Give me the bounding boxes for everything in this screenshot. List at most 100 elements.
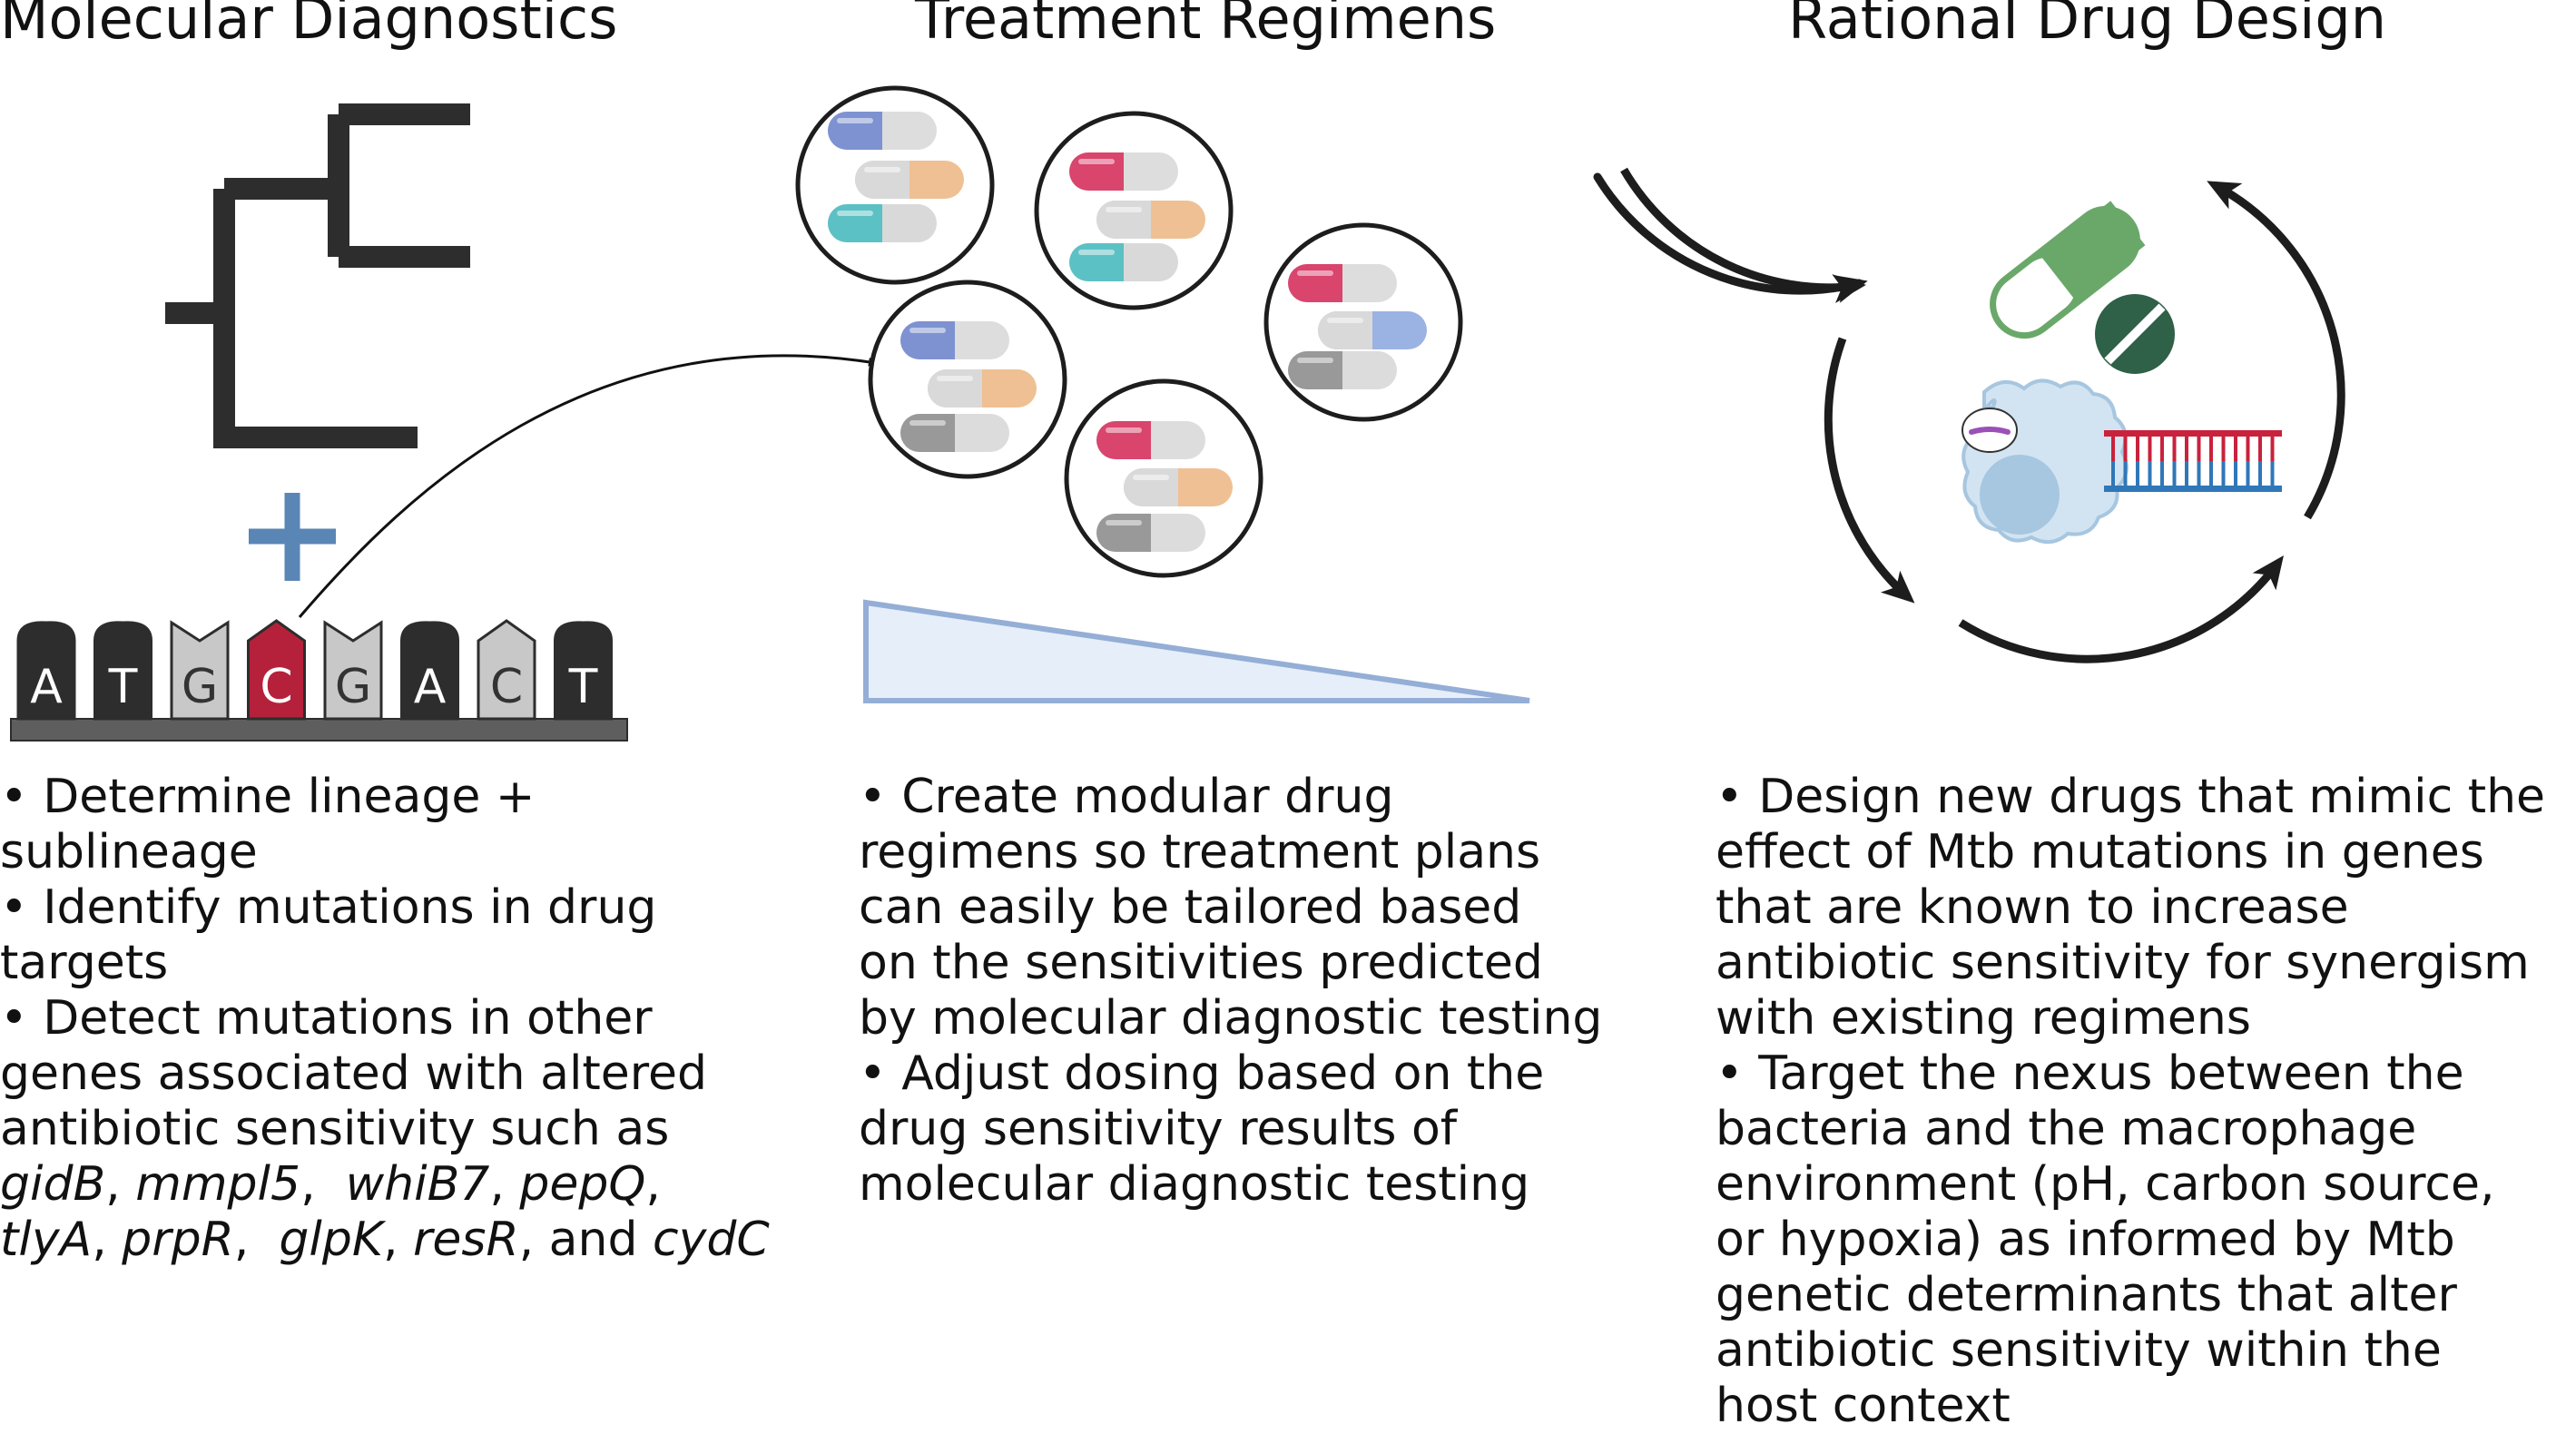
gene-name: cydC: [653, 1213, 770, 1267]
dna-rung: [2197, 436, 2201, 461]
bullet-line: host context: [1716, 1379, 2011, 1433]
rational-drug-design-bullets: • Design new drugs that mimic the effect…: [1716, 770, 2576, 1434]
dna-rung: [2185, 436, 2188, 461]
dna-rung: [2246, 461, 2250, 486]
bullet-line: can easily be tailored based: [859, 880, 1522, 935]
bullet-line: • Create modular drug: [859, 770, 1394, 824]
bullet-line: • Identify mutations in drug: [0, 880, 657, 935]
base-letter: A: [30, 660, 63, 714]
dna-rung: [2111, 461, 2115, 486]
dna-rung: [2160, 461, 2164, 486]
bullet-line: molecular diagnostic testing: [859, 1157, 1530, 1212]
dna-rung: [2111, 436, 2115, 461]
dna-rung: [2209, 436, 2213, 461]
dna-rung: [2270, 461, 2275, 486]
dna-rung: [2234, 461, 2237, 486]
curved-arrow-icon: [298, 354, 878, 618]
gene-sep: , and: [518, 1213, 654, 1267]
dna-rung: [2136, 436, 2139, 461]
tablet-icon: [2095, 294, 2175, 374]
bullet-line: by molecular diagnostic testing: [859, 991, 1603, 1046]
base-tile-t: [93, 621, 152, 721]
pill-capsule-icon: [828, 112, 1427, 552]
base-letter: T: [108, 660, 138, 714]
gene-sep: ,: [92, 1213, 123, 1267]
gene-name: gidB: [0, 1157, 106, 1212]
gene-sep: ,: [489, 1157, 520, 1212]
gene-sep: ,: [382, 1213, 413, 1267]
bullet-line: antibiotic sensitivity for synergism: [1716, 936, 2530, 990]
bullet-line: with existing regimens: [1716, 991, 2251, 1046]
macrophage-icon: [1961, 378, 2129, 545]
bullet-line: effect of Mtb mutations in genes: [1716, 825, 2484, 879]
dna-rung: [2221, 461, 2226, 486]
gene-sep: ,: [233, 1213, 280, 1267]
gene-name: tlyA: [0, 1213, 93, 1267]
title-treatment-regimens: Treatment Regimens: [915, 0, 1497, 52]
gene-sep: ,: [105, 1157, 136, 1212]
bullet-line: genetic determinants that alter: [1716, 1268, 2457, 1322]
dna-rung: [2209, 461, 2213, 486]
dna-rung: [2258, 436, 2262, 461]
bullet-line: targets: [0, 936, 169, 990]
gene-name: resR: [413, 1213, 519, 1267]
dna-rung: [2258, 461, 2262, 486]
base-tile-a: [16, 621, 76, 721]
dna-rung: [2234, 436, 2237, 461]
bullet-line: • Detect mutations in other: [0, 991, 653, 1046]
dna-rung: [2123, 436, 2128, 461]
bullet-line: drug sensitivity results of: [859, 1102, 1458, 1156]
treatment-regimens-bullets: • Create modular drug regimens so treatm…: [859, 770, 1676, 1213]
base-letter: G: [335, 660, 371, 714]
gene-list-line-2: tlyA, prpR, glpK, resR, and cydC: [0, 1213, 853, 1268]
dna-rung: [2148, 461, 2152, 486]
dna-rung: [2148, 436, 2152, 461]
base-tile-c: [477, 619, 536, 721]
gene-name: glpK: [279, 1213, 383, 1267]
gene-name: prpR: [122, 1213, 234, 1267]
bullet-line: bacteria and the macrophage: [1716, 1102, 2417, 1156]
dna-rung: [2123, 461, 2128, 486]
dna-rung: [2270, 436, 2275, 461]
drug-capsule-icon: [1990, 201, 2146, 339]
dna-rung: [2197, 461, 2201, 486]
gene-sep: ,: [300, 1157, 346, 1212]
title-molecular-diagnostics: Molecular Diagnostics: [0, 0, 618, 52]
base-tile-t: [554, 621, 613, 721]
gene-sep: ,: [645, 1157, 661, 1212]
dna-rung: [2136, 461, 2139, 486]
bullet-line: • Design new drugs that mimic the: [1716, 770, 2546, 824]
base-tile-a: [400, 621, 459, 721]
bullet-line: regimens so treatment plans: [859, 825, 1541, 879]
bullet-line: sublineage: [0, 825, 258, 879]
dna-helix-icon: [2104, 430, 2282, 492]
base-tile-c: [247, 619, 306, 721]
dosing-wedge-icon: [863, 599, 1530, 703]
base-letter: C: [490, 660, 523, 714]
bullet-line: genes associated with altered: [0, 1046, 708, 1101]
gene-name: whiB7: [345, 1157, 490, 1212]
dna-rung: [2221, 436, 2226, 461]
dna-rung: [2160, 436, 2164, 461]
bullet-line: or hypoxia) as informed by Mtb: [1716, 1213, 2455, 1267]
bullet-line: on the sensitivities predicted: [859, 936, 1543, 990]
gene-name: pepQ: [519, 1157, 646, 1212]
phylogenetic-tree-icon: [165, 103, 470, 448]
bullet-line: environment (pH, carbon source,: [1716, 1157, 2495, 1212]
dna-rung: [2172, 461, 2177, 486]
bullet-line: antibiotic sensitivity within the: [1716, 1323, 2442, 1378]
base-letter: A: [414, 660, 447, 714]
cycle-arrows-icon: [1620, 167, 2345, 663]
base-tile-g: [170, 620, 230, 721]
dna-rung: [2185, 461, 2188, 486]
dna-rung: [2246, 436, 2250, 461]
base-tile-g: [323, 620, 383, 721]
base-letter: G: [182, 660, 218, 714]
bullet-line: that are known to increase: [1716, 880, 2349, 935]
gene-list-line-1: gidB, mmpl5, whiB7, pepQ,: [0, 1157, 853, 1213]
molecular-diagnostics-bullets: • Determine lineage + sublineage • Ident…: [0, 770, 853, 1268]
base-letter: T: [568, 660, 598, 714]
title-rational-drug-design: Rational Drug Design: [1788, 0, 2387, 52]
